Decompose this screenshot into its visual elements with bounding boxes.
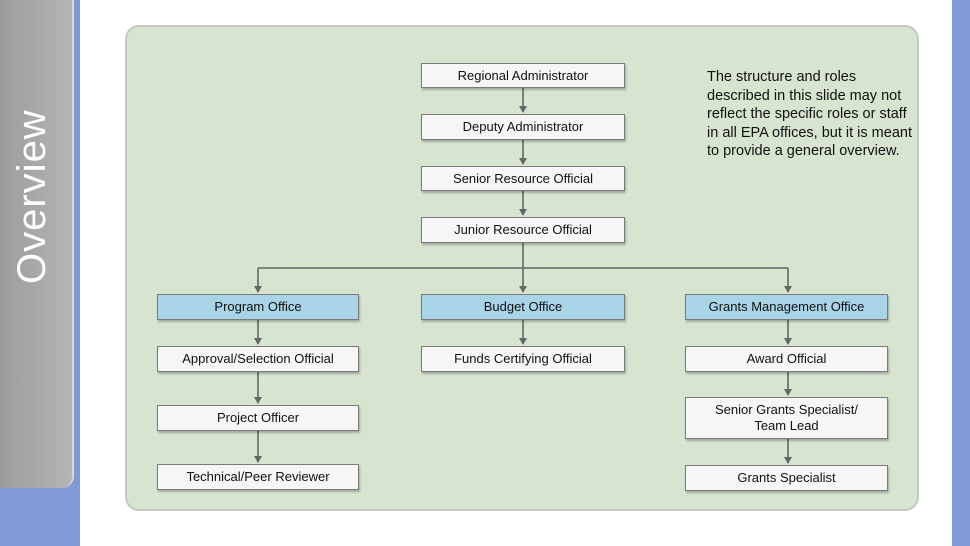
node-award-official: Award Official — [685, 346, 888, 372]
node-technical-peer-reviewer: Technical/Peer Reviewer — [157, 464, 359, 490]
node-senior-resource-official: Senior Resource Official — [421, 166, 625, 191]
node-program-office: Program Office — [157, 294, 359, 320]
node-funds-certifying-official: Funds Certifying Official — [421, 346, 625, 372]
node-project-officer: Project Officer — [157, 405, 359, 431]
node-grants-specialist: Grants Specialist — [685, 465, 888, 491]
disclaimer-note: The structure and roles described in thi… — [707, 69, 912, 159]
right-frame — [952, 0, 970, 546]
node-junior-resource-official: Junior Resource Official — [421, 217, 625, 243]
node-senior-grants-specialist-team-lead: Senior Grants Specialist/ Team Lead — [685, 397, 888, 439]
node-approval-selection-official: Approval/Selection Official — [157, 346, 359, 372]
node-grants-management-office: Grants Management Office — [685, 294, 888, 320]
side-panel: Overview — [0, 0, 74, 488]
node-deputy-administrator: Deputy Administrator — [421, 114, 625, 140]
node-budget-office: Budget Office — [421, 294, 625, 320]
node-regional-administrator: Regional Administrator — [421, 63, 625, 88]
